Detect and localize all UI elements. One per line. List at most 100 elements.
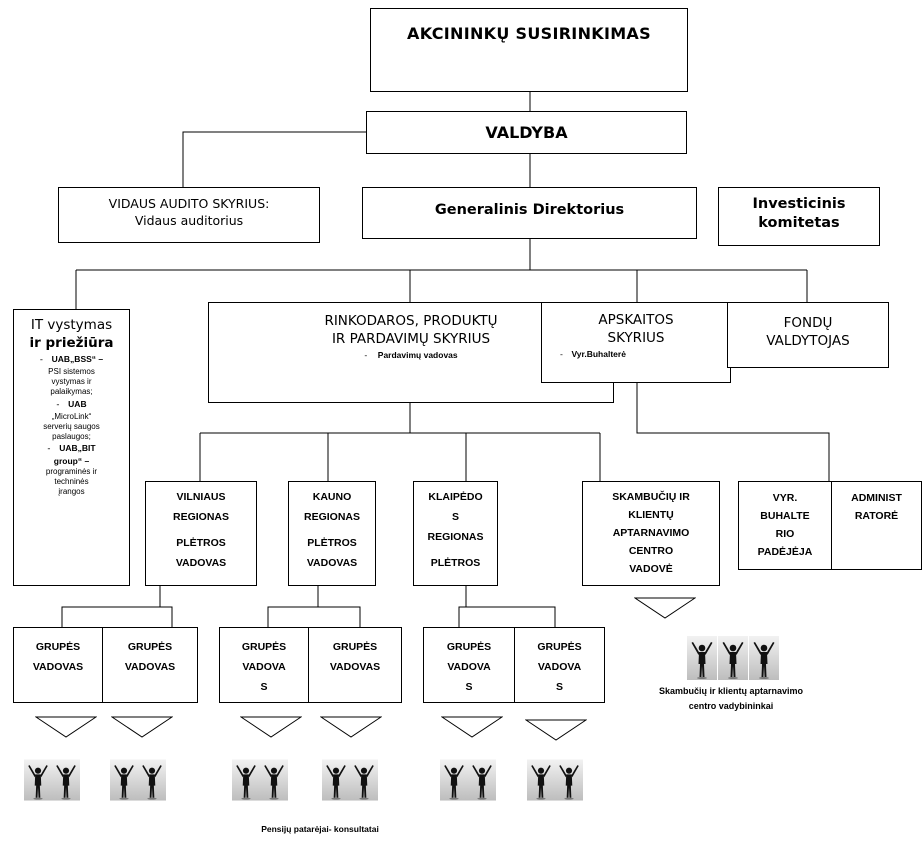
group-leader-5-l1: GRUPĖS [446, 641, 492, 653]
call-center-staff-caption: Skambučių ir klientų aptarnavimo centro … [636, 684, 826, 714]
kaunas-region-l4: PLĖTROS [307, 537, 357, 549]
call-center-staff-caption-l1: Skambučių ir klientų aptarnavimo [658, 686, 804, 696]
vilnius-region-l4: PLĖTROS [176, 537, 226, 549]
call-center-staff-caption-l2: centro vadybininkai [688, 701, 774, 711]
person-arms-raised-icon [440, 759, 468, 801]
it-vendor-bss-desc-3: palaikymas; [50, 387, 93, 396]
it-vendor-bit-line1: UAB„BIT [59, 443, 96, 453]
marketing-title-line1: RINKODAROS, PRODUKTŲ [324, 313, 498, 329]
kaunas-region-l2: REGIONAS [303, 511, 360, 523]
vilnius-region-box: VILNIAUS REGIONAS PLĖTROS VADOVAS [145, 481, 257, 586]
klaipeda-region-l1: KLAIPĖDO [428, 491, 483, 503]
it-vendor-bit-desc-1: programinės ir [45, 467, 98, 476]
administrator-l1: ADMINIST [851, 492, 902, 504]
group-leader-box-5: GRUPĖS VADOVA S [423, 627, 515, 703]
assistant-l2: BUHALTE [760, 510, 810, 522]
it-vendor-microlink: UAB [68, 399, 87, 409]
accounting-title-line1: APSKAITOS [598, 312, 674, 328]
accounting-title-line2: SKYRIUS [607, 330, 665, 346]
internal-audit-box: VIDAUS AUDITO SKYRIUS: Vidaus auditorius [58, 187, 320, 243]
group-leader-5-l2: VADOVA [447, 661, 491, 673]
person-arms-raised-icon [555, 759, 583, 801]
vilnius-region-l5: VADOVAS [175, 557, 227, 569]
it-vendor-bit-desc-3: įrangos [58, 487, 85, 496]
person-arms-raised-icon [260, 759, 288, 801]
group-leader-box-3: GRUPĖS VADOVA S [219, 627, 309, 703]
down-triangle-icon [441, 716, 503, 738]
fund-managers-box: FONDŲ VALDYTOJAS [727, 302, 889, 368]
shareholders-meeting-box: AKCININKŲ SUSIRINKIMAS [370, 8, 688, 92]
shareholders-meeting-label: AKCININKŲ SUSIRINKIMAS [407, 24, 651, 43]
person-arms-raised-icon [687, 636, 717, 680]
down-triangle-icon [320, 716, 382, 738]
person-arms-raised-icon [322, 759, 350, 801]
it-vendor-bit-desc-2: techninės [54, 477, 89, 486]
person-arms-raised-icon [138, 759, 166, 801]
board-label: VALDYBA [485, 123, 568, 142]
group-leader-6-l1: GRUPĖS [537, 641, 582, 653]
it-vendor-bit-line2: group“ – [53, 456, 90, 466]
assistant-l1: VYR. [772, 492, 798, 504]
vilnius-region-l2: REGIONAS [172, 511, 229, 523]
group-leader-2-l1: GRUPĖS [127, 641, 173, 653]
call-center-l3: APTARNAVIMO [612, 527, 690, 539]
group-leader-4-l1: GRUPĖS [332, 641, 378, 653]
call-center-l1: SKAMBUČIŲ IR [612, 491, 690, 503]
kaunas-region-l1: KAUNO [312, 491, 352, 503]
vilnius-region-l1: VILNIAUS [176, 491, 226, 503]
investment-committee-line1: Investicinis [752, 196, 846, 212]
ceo-label: Generalinis Direktorius [434, 202, 625, 218]
group-leader-2-l2: VADOVAS [124, 661, 176, 673]
klaipeda-region-l5: PLĖTROS [430, 557, 481, 569]
internal-audit-title: VIDAUS AUDITO SKYRIUS: [108, 196, 270, 211]
person-arms-raised-icon [24, 759, 52, 801]
administrator-l2: RATORĖ [854, 510, 899, 522]
it-development-box: IT vystymas ir priežiūra - UAB„BSS“ – PS… [13, 309, 130, 586]
bullet-dash: - [364, 351, 368, 360]
person-arms-raised-icon [468, 759, 496, 801]
person-arms-raised-icon [718, 636, 748, 680]
it-title-line2: ir priežiūra [29, 335, 114, 351]
fund-managers-line1: FONDŲ [783, 315, 833, 331]
group-leader-3-l3: S [260, 681, 268, 693]
bullet-dash: - [560, 350, 563, 359]
down-triangle-icon [634, 597, 696, 619]
it-title-line1: IT vystymas [30, 317, 113, 333]
kaunas-region-l5: VADOVAS [306, 557, 358, 569]
assistant-l4: PADĖJĖJA [757, 546, 813, 558]
group-leader-box-6: GRUPĖS VADOVA S [514, 627, 605, 703]
klaipeda-region-l2: S [451, 511, 459, 523]
klaipeda-region-box: KLAIPĖDO S REGIONAS PLĖTROS [413, 481, 498, 586]
investment-committee-box: Investicinis komitetas [718, 187, 880, 246]
group-leader-1-l2: VADOVAS [32, 661, 84, 673]
it-vendor-bss-desc-2: vystymas ir [51, 377, 92, 386]
marketing-title-line2: IR PARDAVIMŲ SKYRIUS [331, 331, 491, 347]
fund-managers-line2: VALDYTOJAS [766, 333, 850, 349]
group-leader-6-l3: S [555, 681, 563, 693]
call-center-l2: KLIENTŲ [628, 509, 674, 521]
chief-accountant-assistant-box: VYR. BUHALTE RIO PADĖJĖJA [738, 481, 832, 570]
board-box: VALDYBA [366, 111, 687, 154]
pension-advisors-caption: Pensijų patarėjai- konsultatai [220, 822, 420, 837]
kaunas-region-box: KAUNO REGIONAS PLĖTROS VADOVAS [288, 481, 376, 586]
group-leader-box-1: GRUPĖS VADOVAS [13, 627, 103, 703]
administrator-box: ADMINIST RATORĖ [831, 481, 922, 570]
call-center-l4: CENTRO [628, 545, 674, 557]
it-vendor-microlink-desc-3: paslaugos; [52, 432, 91, 441]
person-arms-raised-icon [350, 759, 378, 801]
group-leader-5-l3: S [465, 681, 473, 693]
down-triangle-icon [525, 719, 587, 741]
it-vendor-microlink-desc-1: „MicroLink“ [51, 412, 92, 421]
call-center-manager-box: SKAMBUČIŲ IR KLIENTŲ APTARNAVIMO CENTRO … [582, 481, 720, 586]
klaipeda-region-l3: REGIONAS [427, 531, 484, 543]
it-vendor-bss-desc-1: PSI sistemos [48, 367, 95, 376]
down-triangle-icon [240, 716, 302, 738]
person-arms-raised-icon [110, 759, 138, 801]
ceo-box: Generalinis Direktorius [362, 187, 697, 239]
group-leader-6-l2: VADOVA [537, 661, 582, 673]
person-arms-raised-icon [749, 636, 779, 680]
group-leader-3-l1: GRUPĖS [241, 641, 287, 653]
person-arms-raised-icon [232, 759, 260, 801]
call-center-l5: VADOVĖ [629, 563, 673, 575]
